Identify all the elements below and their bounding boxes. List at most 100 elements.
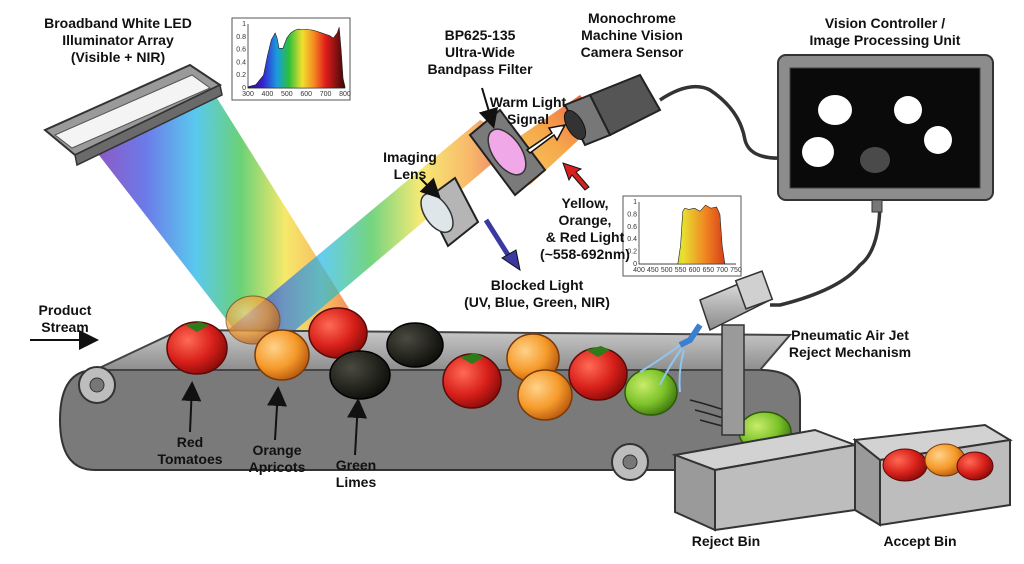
svg-text:Vision Controller /: Vision Controller / (825, 15, 945, 31)
reject-bin-label: Reject Bin (692, 533, 760, 549)
lime-under-light (329, 350, 391, 400)
svg-text:BP625-135: BP625-135 (445, 27, 516, 43)
x-tick-label: 700 (716, 267, 728, 274)
filter-label: BP625-135 Ultra-Wide Bandpass Filter (427, 27, 533, 77)
blocked-light-arrow (483, 218, 521, 272)
blob-white (894, 96, 922, 124)
svg-text:Tomatoes: Tomatoes (157, 451, 222, 467)
fruit-stream (166, 295, 792, 453)
accepted-tomato (882, 448, 928, 482)
svg-text:Image Processing Unit: Image Processing Unit (810, 32, 961, 48)
y-tick-label: 0.4 (627, 236, 637, 243)
y-tick-label: 0.2 (627, 249, 637, 256)
x-tick-label: 600 (689, 267, 701, 274)
camera-label: Monochrome Machine Vision Camera Sensor (581, 10, 684, 60)
x-tick-label: 700 (320, 91, 332, 98)
monochrome-camera (563, 73, 662, 147)
svg-text:Warm Light: Warm Light (490, 94, 567, 110)
reflected-beam (210, 120, 520, 360)
controller-label: Vision Controller / Image Processing Uni… (810, 15, 961, 48)
lens-label: Imaging Lens (383, 149, 437, 182)
accept-bin-label: Accept Bin (883, 533, 956, 549)
y-tick-label: 0.4 (236, 59, 246, 66)
y-tick-label: 0 (633, 261, 637, 268)
air-jet-label: Pneumatic Air Jet Reject Mechanism (789, 327, 911, 360)
led-illuminator-array (43, 63, 223, 167)
apricot (254, 329, 310, 381)
y-tick-label: 0.2 (236, 72, 246, 79)
spectrum-area (639, 204, 736, 265)
svg-text:Machine Vision: Machine Vision (581, 27, 683, 43)
processed-image-screen (789, 67, 981, 189)
air-nozzle (678, 323, 703, 348)
product-stream-label: Product Stream (39, 302, 92, 335)
blob-white (924, 126, 952, 154)
y-tick-label: 1 (242, 21, 246, 28)
x-tick-label: 750 (730, 267, 742, 274)
svg-text:& Red Light: & Red Light (546, 229, 625, 245)
y-tick-label: 0.6 (627, 224, 637, 231)
x-tick-label: 550 (675, 267, 687, 274)
svg-text:Green: Green (336, 457, 376, 473)
vision-controller-monitor (777, 54, 994, 213)
passed-light-arrow (562, 162, 590, 191)
blob-white (818, 95, 852, 125)
apricots-label: Orange Apricots (249, 442, 306, 475)
svg-text:Red: Red (177, 434, 203, 450)
controller-cable (770, 199, 882, 307)
svg-text:Ultra-Wide: Ultra-Wide (445, 44, 515, 60)
tomato-pointer-arrow (181, 381, 202, 433)
accept-bin (852, 423, 1013, 527)
apricot-pointer-arrow (267, 386, 288, 441)
svg-text:Broadband White LED: Broadband White LED (44, 15, 192, 31)
svg-text:Bandpass Filter: Bandpass Filter (427, 61, 533, 77)
tomatoes-label: Red Tomatoes (157, 434, 222, 467)
warm-signal-arrow (525, 123, 567, 154)
x-tick-label: 450 (647, 267, 659, 274)
tomato-stem (185, 322, 209, 332)
y-tick-label: 0.6 (236, 47, 246, 54)
x-tick-label: 300 (242, 91, 254, 98)
x-tick-label: 800 (339, 91, 351, 98)
lime-pointer-arrow (347, 398, 368, 456)
svg-text:Stream: Stream (41, 319, 88, 335)
svg-text:(Visible + NIR): (Visible + NIR) (71, 49, 165, 65)
lime (624, 368, 678, 416)
svg-text:Yellow,: Yellow, (562, 195, 609, 211)
reject-bin (671, 428, 859, 532)
svg-text:Signal: Signal (507, 111, 549, 127)
lens-pointer-arrow (419, 177, 441, 199)
illuminator-label: Broadband White LED Illuminator Array (V… (44, 15, 192, 65)
svg-text:Monochrome: Monochrome (588, 10, 676, 26)
tomato (166, 321, 228, 375)
blob-dark (860, 147, 890, 173)
svg-text:Imaging: Imaging (383, 149, 437, 165)
svg-text:Blocked Light: Blocked Light (491, 277, 584, 293)
svg-text:Reject Mechanism: Reject Mechanism (789, 344, 911, 360)
pneumatic-air-jet (639, 270, 774, 436)
y-tick-label: 0.8 (627, 211, 637, 218)
limes-label: Green Limes (336, 457, 377, 490)
y-tick-label: 0.8 (236, 34, 246, 41)
lime-under-light (386, 322, 444, 368)
y-tick-label: 1 (633, 199, 637, 206)
warm-light-label: Warm Light Signal (490, 94, 567, 127)
svg-text:Product: Product (39, 302, 92, 318)
svg-text:(~558-692nm): (~558-692nm) (540, 246, 630, 262)
svg-text:Illuminator Array: Illuminator Array (62, 32, 174, 48)
passed-light-label: Yellow, Orange, & Red Light (~558-692nm) (540, 195, 630, 262)
svg-text:Camera Sensor: Camera Sensor (581, 44, 684, 60)
x-tick-label: 600 (300, 91, 312, 98)
x-tick-label: 400 (633, 267, 645, 274)
x-tick-label: 500 (661, 267, 673, 274)
apricot (517, 369, 573, 421)
x-tick-label: 500 (281, 91, 293, 98)
svg-text:Lens: Lens (394, 166, 427, 182)
svg-text:Apricots: Apricots (249, 459, 306, 475)
blob-white (802, 137, 834, 167)
svg-text:Orange,: Orange, (559, 212, 612, 228)
